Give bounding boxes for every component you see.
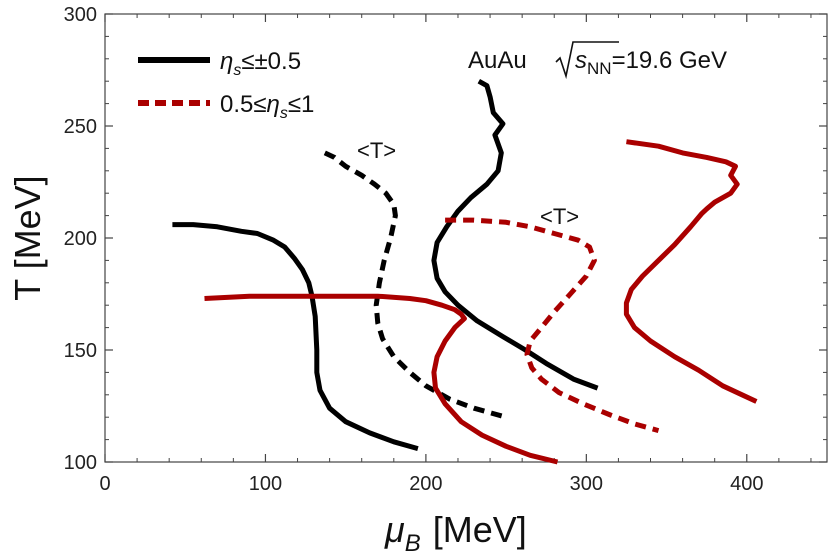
- y-tick-label: 250: [64, 116, 97, 138]
- legend-label-2: 0.5≤ηs≤1: [220, 91, 314, 122]
- x-axis-title: μB[MeV]: [384, 509, 527, 554]
- x-tick-label: 400: [730, 473, 763, 495]
- x-tick-label: 300: [570, 473, 603, 495]
- series-line-4: [204, 293, 559, 465]
- y-tick-label: 150: [64, 340, 97, 362]
- annotation-energy: sNN=19.6 GeV: [575, 47, 727, 78]
- y-tick-label: 100: [64, 452, 97, 474]
- energy-annotation: AuAu sNN=19.6 GeV: [468, 41, 727, 80]
- series-layer: [172, 79, 758, 465]
- series-line-3: [431, 79, 599, 391]
- x-tick-label: 100: [249, 473, 282, 495]
- y-axis-title: T [MeV]: [7, 175, 48, 300]
- x-tick-label: 200: [409, 473, 442, 495]
- series-line-1: [172, 222, 419, 452]
- series-line-2: [323, 150, 507, 420]
- legend-label-1: ηs≤±0.5: [220, 48, 301, 79]
- sqrt-sign-icon: [555, 41, 619, 80]
- annotation-mean-temperature-2: <T>: [540, 204, 579, 229]
- y-tick-label: 300: [64, 4, 97, 26]
- series-line-6: [623, 139, 758, 404]
- series-line-5: [445, 217, 660, 434]
- annotation-collision-system: AuAu: [468, 47, 527, 74]
- legend: ηs≤±0.5 0.5≤ηs≤1: [138, 48, 314, 122]
- annotation-mean-temperature-1: <T>: [357, 138, 396, 163]
- y-tick-label: 200: [64, 228, 97, 250]
- x-tick-label: 0: [99, 473, 110, 495]
